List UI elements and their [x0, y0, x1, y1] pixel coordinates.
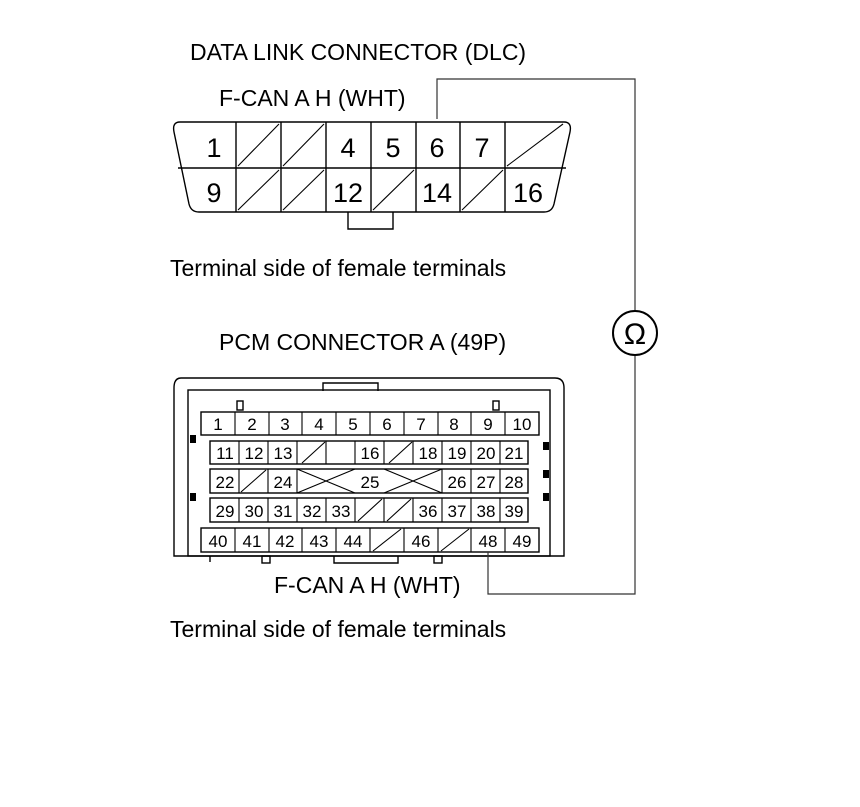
- terminal-number-5: 5: [385, 133, 400, 163]
- terminal-number-12: 12: [245, 444, 264, 463]
- terminal-number-39: 39: [505, 502, 524, 521]
- dlc-wire-label: F-CAN A H (WHT): [219, 85, 406, 111]
- pcm-wire-label: F-CAN A H (WHT): [274, 572, 461, 598]
- terminal-number-25: 25: [361, 473, 380, 492]
- terminal-number-22: 22: [216, 473, 235, 492]
- terminal-number-20: 20: [477, 444, 496, 463]
- terminal-number-26: 26: [448, 473, 467, 492]
- terminal-number-1: 1: [206, 133, 221, 163]
- terminal-number-48: 48: [479, 532, 498, 551]
- terminal-number-41: 41: [243, 532, 262, 551]
- terminal-number-7: 7: [474, 133, 489, 163]
- terminal-number-37: 37: [448, 502, 467, 521]
- dlc-probe-wire: [436, 78, 636, 312]
- terminal-number-30: 30: [245, 502, 264, 521]
- terminal-number-49: 49: [513, 532, 532, 551]
- terminal-number-21: 21: [505, 444, 524, 463]
- terminal-number-14: 14: [422, 178, 452, 208]
- terminal-number-9: 9: [206, 178, 221, 208]
- terminal-number-43: 43: [310, 532, 329, 551]
- terminal-number-3: 3: [280, 415, 289, 434]
- terminal-number-6: 6: [429, 133, 444, 163]
- terminal-number-36: 36: [419, 502, 438, 521]
- terminal-number-6: 6: [382, 415, 391, 434]
- dlc-caption: Terminal side of female terminals: [170, 255, 506, 281]
- pcm-terminal-grid: [200, 411, 540, 553]
- terminal-number-32: 32: [303, 502, 322, 521]
- terminal-number-9: 9: [483, 415, 492, 434]
- terminal-number-18: 18: [419, 444, 438, 463]
- terminal-number-12: 12: [333, 178, 363, 208]
- terminal-number-19: 19: [448, 444, 467, 463]
- terminal-number-33: 33: [332, 502, 351, 521]
- terminal-number-16: 16: [513, 178, 543, 208]
- terminal-number-11: 11: [216, 444, 234, 463]
- terminal-number-42: 42: [276, 532, 295, 551]
- pcm-caption: Terminal side of female terminals: [170, 616, 506, 642]
- terminal-number-4: 4: [314, 415, 323, 434]
- terminal-number-2: 2: [247, 415, 256, 434]
- terminal-number-29: 29: [216, 502, 235, 521]
- terminal-number-10: 10: [513, 415, 532, 434]
- terminal-number-13: 13: [274, 444, 293, 463]
- terminal-number-46: 46: [412, 532, 431, 551]
- pcm-title: PCM CONNECTOR A (49P): [219, 329, 506, 355]
- terminal-number-24: 24: [274, 473, 293, 492]
- terminal-number-7: 7: [416, 415, 425, 434]
- dlc-connector: [172, 121, 572, 230]
- terminal-number-44: 44: [344, 532, 363, 551]
- ohmmeter-icon: Ω: [612, 310, 658, 356]
- pcm-connector: [173, 377, 565, 564]
- terminal-number-31: 31: [274, 502, 293, 521]
- terminal-number-28: 28: [505, 473, 524, 492]
- terminal-number-4: 4: [340, 133, 355, 163]
- terminal-number-1: 1: [213, 415, 222, 434]
- terminal-number-27: 27: [477, 473, 496, 492]
- pcm-probe-wire: [487, 356, 636, 595]
- ohm-symbol: Ω: [624, 318, 646, 351]
- terminal-number-38: 38: [477, 502, 496, 521]
- terminal-number-40: 40: [209, 532, 228, 551]
- terminal-number-5: 5: [348, 415, 357, 434]
- terminal-number-8: 8: [449, 415, 458, 434]
- terminal-number-16: 16: [361, 444, 380, 463]
- dlc-title: DATA LINK CONNECTOR (DLC): [190, 39, 526, 65]
